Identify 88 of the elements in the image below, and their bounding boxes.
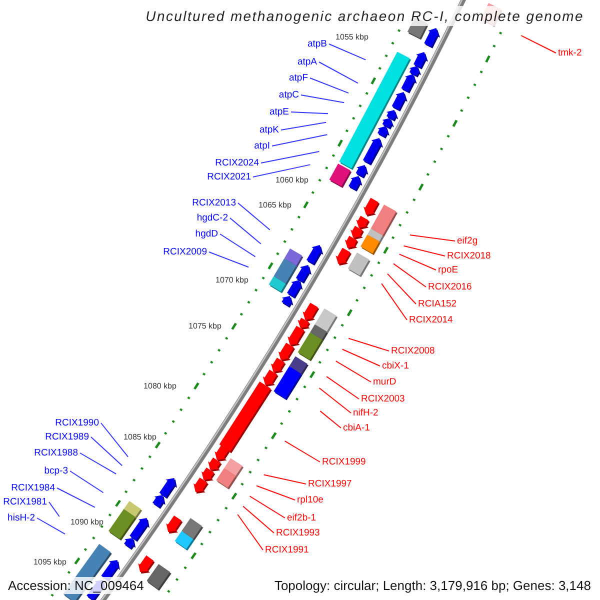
gene-label: RCIX1990 [55, 418, 99, 428]
gene-label: atpF [288, 72, 308, 84]
scale-label: 1055 kbp [336, 32, 368, 42]
leader-line [284, 440, 320, 462]
leader-line [238, 202, 270, 230]
gene-label: RCIX2013 [192, 198, 236, 208]
gene-label: atpC [278, 90, 299, 100]
leader-line [403, 245, 446, 256]
leader-line [398, 254, 436, 270]
gene-label: tmk-2 [558, 48, 582, 58]
scale-label: 1075 kbp [188, 322, 222, 330]
leader-line [381, 283, 408, 320]
leader-line [300, 94, 345, 104]
leader-line [220, 234, 256, 258]
scale-label: 1065 kbp [258, 200, 292, 210]
gene-label: RCIX1989 [45, 432, 89, 442]
gene-label: hgdD [195, 228, 218, 240]
accession-text: Accession: NC_009464 [5, 577, 147, 594]
leader-line [310, 78, 350, 94]
gene-label: atpB [307, 38, 327, 50]
leader-line [318, 387, 352, 414]
gene-label: bcp-3 [44, 466, 68, 476]
leader-line [280, 122, 327, 130]
leader-line [80, 452, 117, 474]
leader-line [342, 348, 380, 366]
leader-line [263, 474, 306, 484]
scale-label: 1095 kbp [34, 558, 66, 566]
scale-label: 1090 kbp [70, 518, 104, 526]
gene-label: nifH-2 [353, 408, 378, 418]
gene-label: RCIX1988 [34, 448, 78, 458]
leader-line [48, 502, 60, 517]
leader-line [320, 410, 342, 428]
scale-label: 1085 kbp [124, 432, 156, 442]
leader-line [208, 252, 250, 268]
leader-line [393, 263, 426, 288]
gene-label: cbiX-1 [382, 360, 409, 372]
gene-label: RCIX2016 [428, 282, 472, 292]
leader-line [318, 62, 358, 84]
scale-label: 1070 kbp [216, 276, 248, 284]
scale-label: 1080 kbp [144, 382, 176, 390]
leader-line [272, 134, 328, 146]
gene-label: eif2g [457, 236, 478, 246]
gene-label: atpK [259, 124, 279, 136]
leader-line [348, 338, 390, 352]
leader-line [328, 44, 366, 60]
leader-line [326, 376, 360, 400]
leader-line [36, 518, 66, 535]
gene-label: hisH-2 [8, 512, 35, 524]
leader-line [70, 470, 104, 494]
leader-line [252, 164, 311, 178]
leader-line [100, 422, 128, 458]
leader-line [56, 488, 96, 508]
leader-line [90, 436, 123, 466]
leader-line [242, 506, 274, 534]
leader-line [290, 112, 328, 114]
scale-label: 1060 kbp [276, 176, 308, 184]
gene-label: RCIX1997 [308, 478, 352, 490]
gene-label: rpoE [438, 264, 458, 276]
leader-line [230, 218, 262, 244]
gene-label: hgdC-2 [196, 212, 228, 224]
leader-line [249, 496, 286, 518]
leader-line [520, 35, 556, 54]
leader-line [387, 273, 416, 304]
leader-line [409, 234, 456, 242]
gene-label: rpl10e [297, 494, 324, 506]
gene-label: RCIX1999 [322, 456, 366, 468]
gene-label: RCIX1991 [265, 544, 309, 556]
gene-label: atpE [269, 106, 289, 118]
leader-line [256, 485, 296, 500]
gene-label: eif2b-1 [287, 512, 316, 524]
gene-label: RCIX2021 [207, 172, 251, 182]
gene-label: RCIX1984 [11, 482, 55, 494]
gene-label: RCIX2009 [163, 246, 207, 258]
leader-line [260, 151, 320, 164]
gene-label: RCIX2014 [409, 314, 453, 326]
gene-label: RCIX1981 [3, 496, 47, 508]
leader-line [335, 360, 372, 382]
gene-label: RCIX1993 [276, 528, 320, 538]
gene-label: RCIX2003 [361, 394, 405, 404]
gene-label: RCIX2024 [215, 158, 259, 168]
gene-label: murD [373, 376, 396, 388]
gene-label: cbiA-1 [343, 422, 370, 434]
gene-label: RCIX2018 [447, 250, 491, 262]
gene-label: atpA [297, 56, 317, 68]
gene-label: atpI [254, 140, 270, 152]
gene-label: RCIX2008 [391, 346, 435, 356]
gene-label: RCIA152 [418, 298, 457, 310]
leader-line [237, 514, 264, 550]
